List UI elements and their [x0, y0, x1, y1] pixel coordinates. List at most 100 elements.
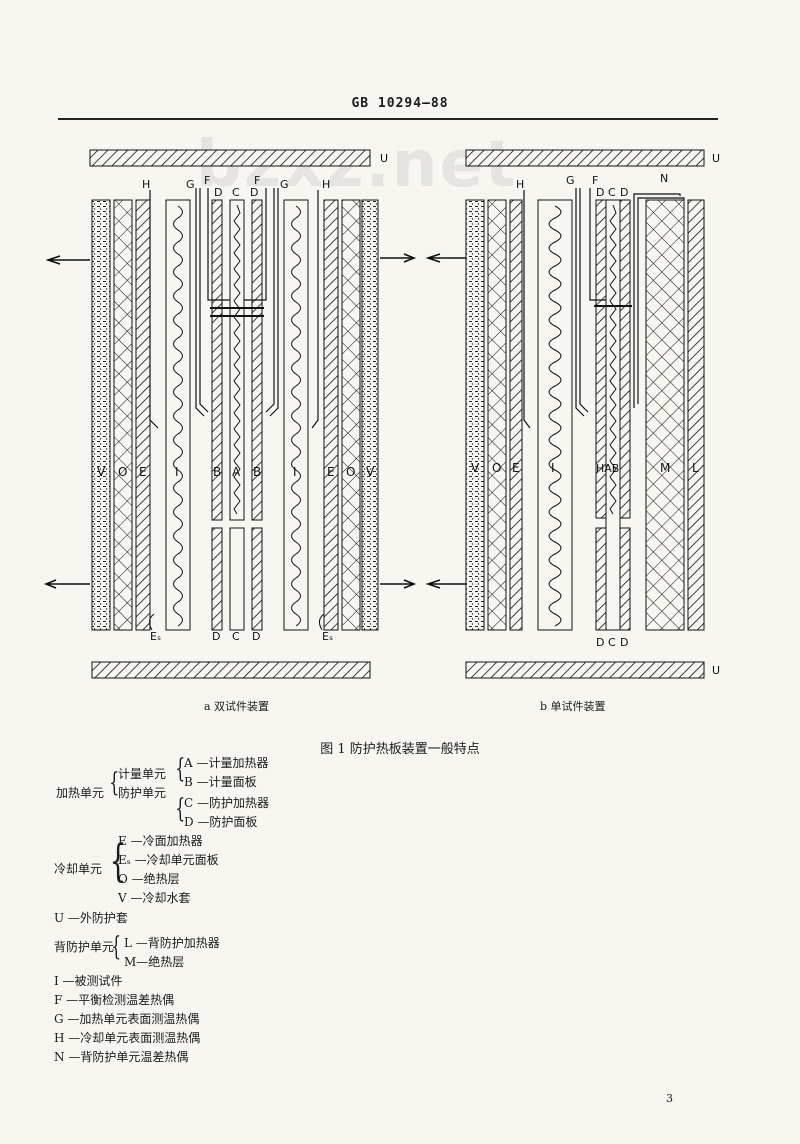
label-h-right-a: H	[322, 178, 330, 191]
standard-code: GB 10294—88	[351, 96, 449, 111]
guard-plate-left-bottom	[211, 527, 223, 631]
thermocouple-g-b	[575, 188, 589, 417]
figure-caption: 图 1 防护热板装置一般特点	[320, 742, 480, 757]
legend-heating-unit: 加热单元	[56, 786, 105, 800]
legend-f: F —平衡检测温差热偶	[54, 993, 175, 1007]
label-o-b: O	[492, 461, 501, 475]
legend-i: I —被测试件	[54, 974, 123, 988]
thermocouple-g-right	[265, 188, 279, 417]
label-d-bottom-right-b: D	[620, 636, 628, 649]
figure-1-diagram: U H G F D C F D G H V O E I B A B I E O …	[43, 149, 720, 679]
specimen-b-wave	[548, 205, 562, 627]
legend-o: O —绝热层	[118, 872, 180, 886]
label-b-right-a: B	[253, 465, 261, 479]
specimen-right-wave	[291, 205, 301, 627]
page-number: 3	[666, 1092, 673, 1105]
figure-b-assembly	[425, 149, 705, 679]
label-o-left-a: O	[118, 465, 127, 479]
label-l-b: L	[692, 461, 699, 475]
legend-brace-guard: {	[175, 794, 186, 824]
water-outlet-arrow-b	[425, 579, 466, 589]
label-g-b: G	[566, 174, 575, 187]
label-c-bottom-a: C	[232, 630, 240, 643]
label-e-b: E	[512, 461, 520, 475]
label-d-top-left-a: D	[214, 186, 222, 199]
label-es-left-a: Eₛ	[150, 630, 161, 643]
cold-heater-left	[135, 199, 151, 631]
specimen-left-wave	[173, 205, 183, 627]
outer-guard-bottom-b	[465, 661, 705, 679]
label-u-top-a: U	[380, 152, 388, 165]
label-c-bottom-b: C	[608, 636, 616, 649]
legend-cooling-unit: 冷却单元	[54, 862, 103, 876]
thermocouple-f-left	[207, 188, 230, 301]
guard-plate-right-bottom	[251, 527, 263, 631]
guard-plate-right-top	[251, 199, 263, 521]
label-v-right-a: V	[366, 465, 375, 479]
specimen-left	[165, 199, 191, 631]
label-i-right-a: I	[293, 465, 297, 479]
label-f-right-a: F	[254, 174, 260, 187]
metering-heater-top	[229, 199, 245, 521]
thermocouple-h-right	[311, 190, 319, 429]
cold-heater-b	[509, 199, 523, 631]
es-pointer-right	[318, 613, 325, 631]
outer-guard-top-b	[465, 149, 705, 167]
label-n-b: N	[660, 172, 668, 185]
water-inlet-arrow-left	[45, 255, 90, 265]
legend-v: V —冷却水套	[118, 891, 191, 905]
label-c-top-a: C	[232, 186, 240, 199]
legend-n: N —背防护单元温差热偶	[54, 1050, 189, 1064]
specimen-right	[283, 199, 309, 631]
water-outlet-arrow-right	[380, 579, 417, 589]
legend-brace-metering: {	[175, 754, 186, 784]
thermocouple-h-left	[149, 190, 159, 429]
figure-a-assembly	[43, 149, 417, 679]
label-m-b: M	[660, 461, 670, 475]
water-inlet-arrow-b	[425, 253, 466, 263]
label-u-top-b: U	[712, 152, 720, 165]
legend-g: G —加热单元表面测温热偶	[54, 1012, 200, 1026]
legend-e: E —冷面加热器	[118, 834, 203, 848]
legend-metering-unit: 计量单元	[118, 767, 167, 781]
cold-heater-right	[323, 199, 339, 631]
label-f-b: F	[592, 174, 598, 187]
label-hab-b: HAB	[596, 462, 619, 475]
label-g-left-a: G	[186, 178, 195, 191]
insulation-right	[341, 199, 361, 631]
label-es-right-a: Eₛ	[322, 630, 333, 643]
legend-back-guard-unit: 背防护单元	[54, 940, 115, 954]
thermocouple-f-right	[244, 188, 267, 301]
outer-guard-bottom-a	[91, 661, 371, 679]
legend-a: A —计量加热器	[184, 756, 269, 770]
label-h-b: H	[516, 178, 524, 191]
insulation-b	[487, 199, 507, 631]
label-v-left-a: V	[97, 465, 106, 479]
es-pointer-left	[148, 613, 155, 631]
label-o-right-a: O	[346, 465, 355, 479]
legend-guard-unit: 防护单元	[118, 786, 167, 800]
sub-caption-b: b 单试件装置	[540, 700, 606, 713]
cooling-jacket-left	[91, 199, 111, 631]
label-i-b: I	[551, 461, 555, 475]
legend-u: U —外防护套	[54, 911, 128, 925]
header-rule	[58, 118, 718, 120]
label-d-bottom-left-a: D	[212, 630, 220, 643]
legend-m: M—绝热层	[124, 955, 185, 969]
label-g-right-a: G	[280, 178, 289, 191]
legend-d: D —防护面板	[184, 815, 258, 829]
legend-b: B —计量面板	[184, 775, 257, 789]
label-d-top-right-a: D	[250, 186, 258, 199]
back-insulation-m	[645, 199, 685, 631]
water-inlet-arrow-right	[380, 253, 417, 263]
thermocouple-n-b	[633, 193, 685, 408]
label-c-top-b: C	[608, 186, 616, 199]
sub-caption-a: a 双试件装置	[204, 700, 270, 713]
label-a-center-a: A	[232, 465, 241, 479]
label-h-left-a: H	[142, 178, 150, 191]
legend-es: Eₛ —冷却单元面板	[118, 853, 219, 867]
legend-l: L —背防护加热器	[124, 936, 220, 950]
metering-heater-wave	[233, 204, 241, 515]
label-f-left-a: F	[204, 174, 210, 187]
water-outlet-arrow-left	[43, 579, 90, 589]
